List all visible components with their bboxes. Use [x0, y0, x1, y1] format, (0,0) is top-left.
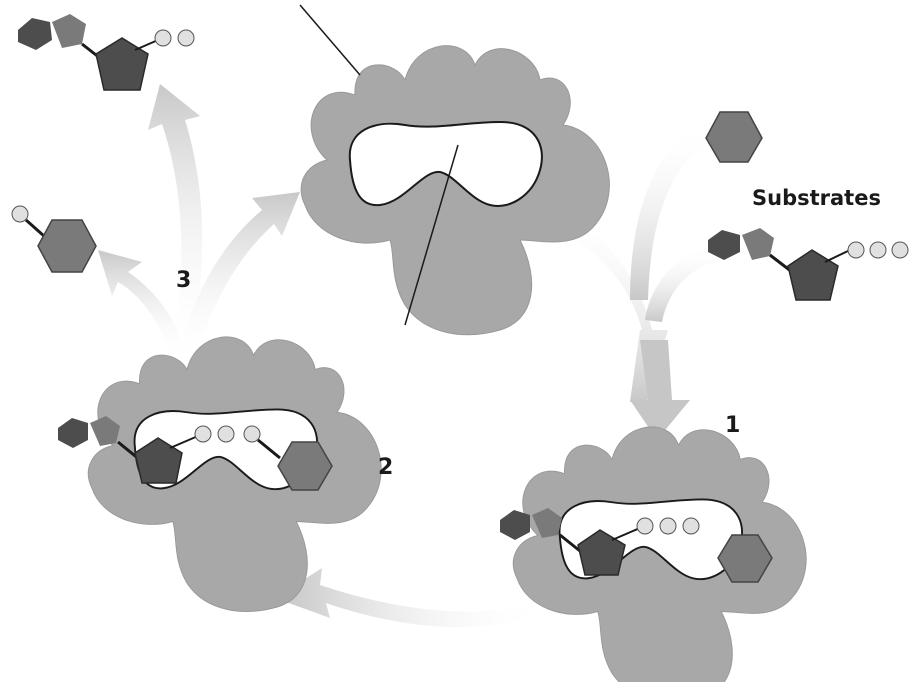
product-hexagon-phosphate-icon — [12, 206, 96, 272]
substrate-hexagon-icon — [706, 112, 762, 162]
substrate-nucleotide-icon — [708, 228, 908, 300]
enzyme-substrate-complex-2 — [88, 337, 381, 612]
free-enzyme — [301, 46, 609, 335]
step-2-label: 2 — [378, 455, 393, 480]
arrow-complex-1-to-2 — [275, 568, 548, 627]
substrates-label: Substrates — [752, 186, 881, 210]
step-1-label: 1 — [725, 413, 740, 438]
arrow-release-product-a — [98, 250, 188, 360]
arrow-substrate-b-in — [645, 245, 716, 322]
leader-line-enzyme — [300, 5, 360, 75]
product-nucleotide-icon — [18, 14, 194, 90]
step-3-label: 3 — [176, 268, 191, 293]
